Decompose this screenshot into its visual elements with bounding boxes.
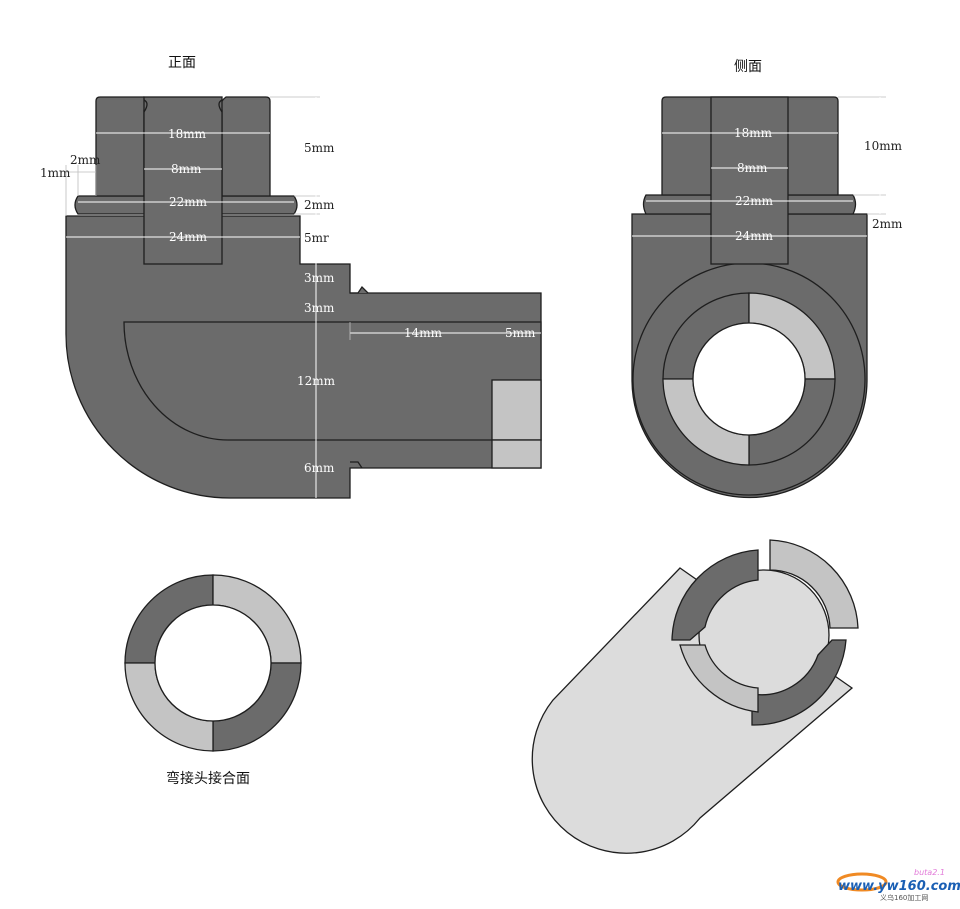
watermark-sub: 义乌160加工网 — [880, 893, 928, 902]
front-outlet-step-b — [350, 461, 363, 469]
joint-face-title: 弯接头接合面 — [166, 770, 250, 787]
side-dim-8: 8mm — [737, 161, 768, 175]
front-bore — [143, 96, 223, 265]
side-segment-ring — [662, 292, 836, 466]
iso-seg-light-a — [769, 539, 859, 629]
side-view: 18mm 8mm 22mm 24mm 10mm 2mm 侧面 — [631, 59, 903, 499]
front-dim-22: 22mm — [169, 195, 208, 209]
front-end-cap-top — [491, 379, 542, 441]
front-dim-8: 8mm — [171, 162, 202, 176]
front-view-title: 正面 — [168, 55, 196, 71]
side-dim-10: 10mm — [864, 139, 903, 153]
front-inner-passage — [123, 321, 542, 441]
front-top-fitting — [95, 96, 147, 197]
isometric-view — [531, 539, 859, 854]
front-outlet-step — [350, 285, 369, 294]
front-dim-14: 14mm — [404, 326, 443, 340]
iso-seg-dark-b — [751, 639, 847, 726]
front-bore-groove-r — [218, 99, 223, 113]
joint-face-view: 弯接头接合面 — [124, 574, 302, 787]
side-dim-18: 18mm — [734, 126, 773, 140]
watermark-logo: www.yw160.com 义乌160加工网 buta2.1 — [836, 868, 960, 902]
front-dim-24: 24mm — [169, 230, 208, 244]
front-end-cap-bottom — [491, 439, 542, 469]
side-dim-24: 24mm — [735, 229, 774, 243]
front-dim-1w: 1mm — [40, 166, 71, 180]
iso-seg-dark-a — [671, 549, 759, 641]
side-view-title: 侧面 — [734, 59, 762, 75]
front-dim-6: 6mm — [304, 461, 335, 475]
iso-seg-light-b — [679, 644, 759, 713]
front-dim-5h: 5mm — [304, 141, 335, 155]
front-dim-2w: 2mm — [70, 153, 101, 167]
front-dim-12: 12mm — [297, 374, 336, 388]
watermark-site: www.yw160.com — [838, 879, 960, 894]
front-top-fitting-right — [220, 96, 271, 197]
front-dim-5h-b: 5mr — [304, 231, 329, 245]
front-bore-groove-l — [143, 99, 148, 113]
front-dim-2h: 2mm — [304, 198, 335, 212]
front-dim-18: 18mm — [168, 127, 207, 141]
front-dim-3h-b: 3mm — [304, 301, 335, 315]
front-view: 18mm 8mm 22mm 24mm 2mm 1mm 5mm 2mm 5mr 3… — [40, 55, 542, 499]
front-dim-5w: 5mm — [505, 326, 536, 340]
front-dim-3h-a: 3mm — [304, 271, 335, 285]
side-dim-22: 22mm — [735, 194, 774, 208]
watermark-top: buta2.1 — [914, 868, 945, 877]
side-dim-2: 2mm — [872, 217, 903, 231]
